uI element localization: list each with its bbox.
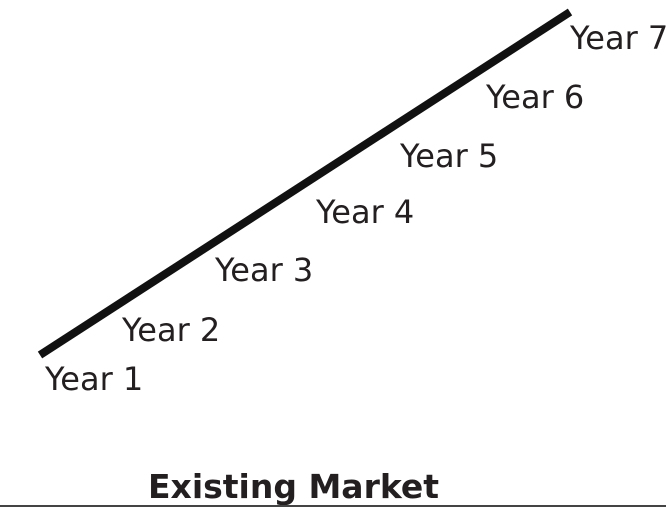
year-2-label: Year 2 bbox=[121, 311, 220, 349]
year-7-label: Year 7 bbox=[569, 19, 666, 57]
year-4-label: Year 4 bbox=[315, 193, 414, 231]
year-6-label: Year 6 bbox=[485, 78, 584, 116]
year-1-label: Year 1 bbox=[44, 360, 143, 398]
year-3-label: Year 3 bbox=[214, 251, 313, 289]
diagram-caption: Existing Market bbox=[148, 467, 439, 506]
year-5-label: Year 5 bbox=[399, 137, 498, 175]
growth-line bbox=[37, 8, 573, 359]
